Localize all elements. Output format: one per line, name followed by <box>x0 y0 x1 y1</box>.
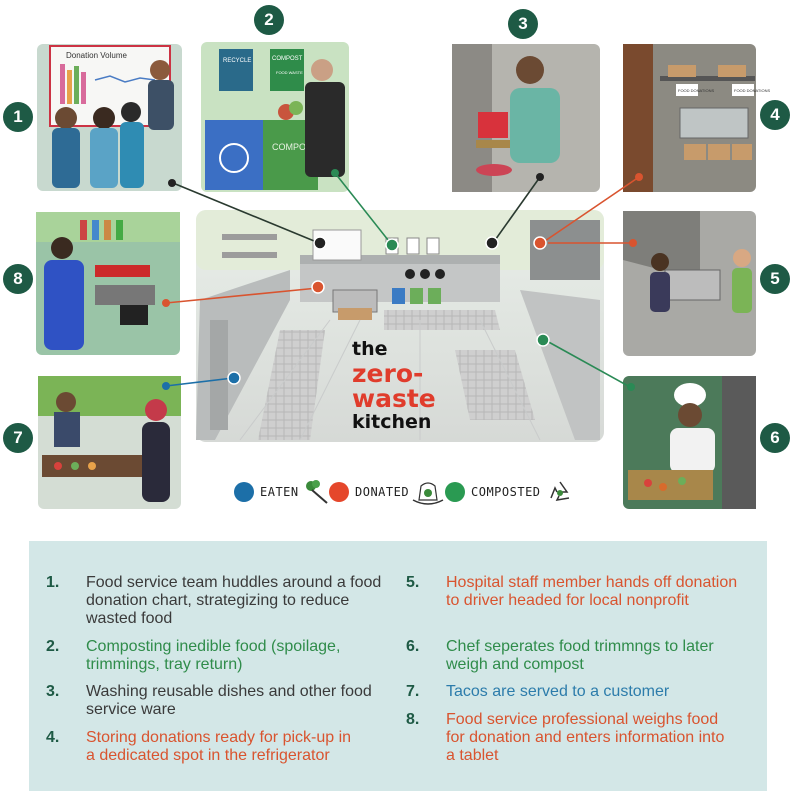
scene-3-dishwashing <box>452 44 600 192</box>
diagram-canvas: Donation Volume RECYCLE COMPOST FOOD WAS… <box>3 5 790 509</box>
caption-4-text: Storing donations ready for pick-up in a… <box>86 729 352 764</box>
caption-6-number: 6. <box>406 638 420 655</box>
caption-1-number: 1. <box>46 574 60 591</box>
scene-4-tray-label-a: FOOD DONATIONS <box>678 88 714 93</box>
composted-label: COMPOSTED <box>471 485 541 499</box>
badge-8: 8 <box>3 264 33 294</box>
caption-1-text: Food service team huddles around a food … <box>86 574 382 627</box>
scene-1-chart-title: Donation Volume <box>66 51 127 60</box>
composted-dot <box>445 482 465 502</box>
caption-5-text: Hospital staff member hands off donation… <box>446 574 738 609</box>
donated-label: DONATED <box>355 485 410 499</box>
scene-2-composting: RECYCLE COMPOST FOOD WASTE COMPO <box>201 42 349 192</box>
badge-5: 5 <box>760 264 790 294</box>
caption-7-text: Tacos are served to a customer <box>446 683 670 700</box>
caption-7-number: 7. <box>406 683 420 700</box>
title-zero: zero- <box>352 359 424 388</box>
scene-2-compost-bin-label: COMPO <box>272 142 306 152</box>
scene-4-donation-storage: FOOD DONATIONS FOOD DONATIONS <box>623 44 770 192</box>
eaten-dot <box>234 482 254 502</box>
caption-3-text: Washing reusable dishes and other food s… <box>86 683 372 718</box>
badge-2: 2 <box>254 5 284 35</box>
caption-8-number: 8. <box>406 711 420 728</box>
badge-3: 3 <box>508 9 538 39</box>
caption-2-number: 2. <box>46 638 60 655</box>
kitchen-title: the zero- waste kitchen <box>352 340 462 432</box>
fork-broccoli-icon <box>305 480 328 504</box>
caption-3-number: 3. <box>46 683 60 700</box>
legend-eaten: EATEN <box>234 478 333 506</box>
title-kitchen: kitchen <box>352 411 432 433</box>
caption-6-text: Chef seperates food trimmngs to later we… <box>446 638 714 673</box>
legend-composted: COMPOSTED <box>445 478 577 506</box>
scene-7-tacos-served <box>38 376 181 509</box>
donated-dot <box>329 482 349 502</box>
title-the: the <box>352 338 388 360</box>
scene-8-weigh-food <box>36 212 180 355</box>
caption-panel: 1. Food service team huddles around a fo… <box>29 541 767 791</box>
legend-donated: DONATED <box>329 478 445 506</box>
connector-dots <box>162 169 643 391</box>
caption-8-text: Food service professional weighs food fo… <box>446 711 725 764</box>
kitchen-illustration: Donation Volume RECYCLE COMPOST FOOD WAS… <box>36 42 770 509</box>
badge-7: 7 <box>3 423 33 453</box>
donation-bag-icon <box>412 482 444 505</box>
scene-6-chef <box>623 376 756 509</box>
caption-2-text: Composting inedible food (spoilage, trim… <box>86 638 341 673</box>
caption-5-number: 5. <box>406 574 420 591</box>
badge-1: 1 <box>3 102 33 132</box>
connector-lines <box>165 172 640 388</box>
scene-2-compost-sign: COMPOST <box>272 56 303 62</box>
title-waste: waste <box>352 384 436 413</box>
scene-2-recycle-sign: RECYCLE <box>223 58 251 64</box>
scene-2-compost-sub: FOOD WASTE <box>276 70 303 75</box>
eaten-label: EATEN <box>260 485 299 499</box>
scene-5-handoff <box>623 211 756 356</box>
central-kitchen <box>196 210 604 442</box>
compost-cycle-icon <box>549 481 569 501</box>
scene-1-team-huddle: Donation Volume <box>37 44 182 191</box>
badge-6: 6 <box>760 423 790 453</box>
scene-4-tray-label-b: FOOD DONATIONS <box>734 88 770 93</box>
badge-4: 4 <box>760 100 790 130</box>
caption-4-number: 4. <box>46 729 60 746</box>
